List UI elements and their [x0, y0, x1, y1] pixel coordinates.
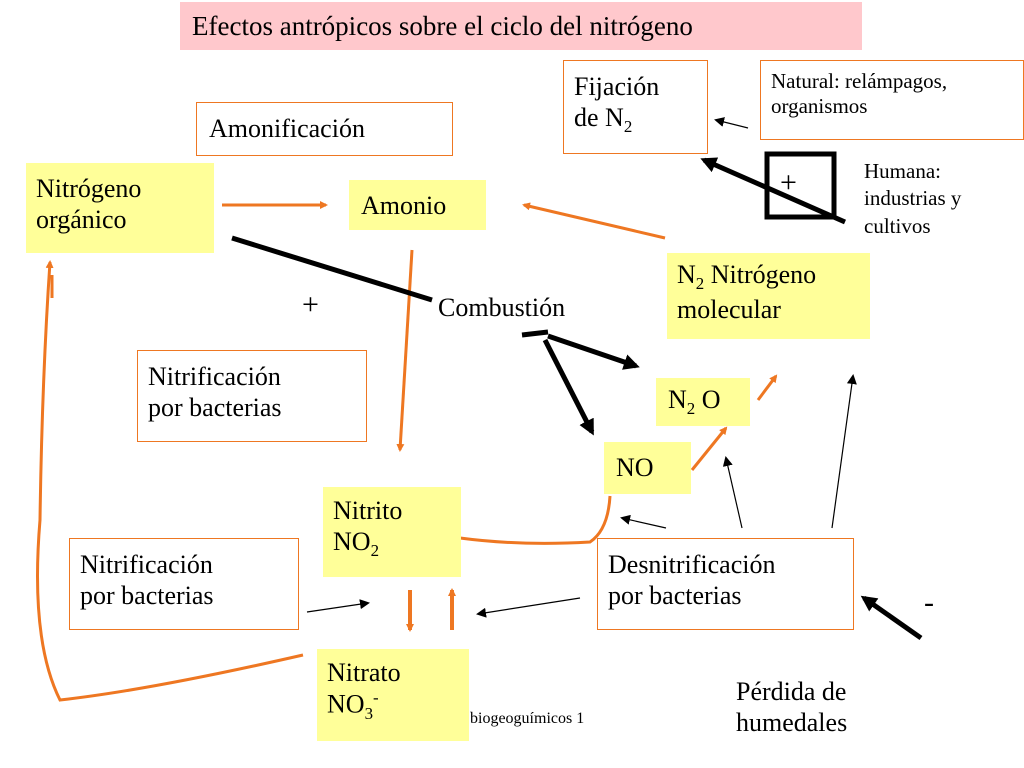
- arrow-amonio-to-nitrito: [396, 249, 414, 452]
- plus-box-sign: +: [780, 166, 797, 199]
- arrow-desnit-to-no: [722, 456, 743, 529]
- fijacion-box: Fijación de N2: [563, 60, 708, 154]
- arrow-no-to-n2o: [690, 426, 728, 471]
- page-title: Efectos antrópicos sobre el ciclo del ni…: [180, 2, 862, 50]
- curve-nitrato-to-organico: [36, 260, 304, 702]
- arrow-humana-to-fijacion: [700, 157, 847, 225]
- natural-line1: Natural: relámpagos,: [771, 69, 948, 93]
- footer-text: biogeoguímicos 1: [470, 710, 585, 727]
- fijacion-line1: Fijación: [574, 72, 660, 101]
- line-combustion-stub: [521, 329, 549, 338]
- nitrificacion-box-1: Nitrificación por bacterias: [137, 350, 367, 442]
- arrow-combustion-to-n2o: [547, 333, 640, 370]
- plus-box-frame: [764, 151, 837, 220]
- arrow-perdida-to-desnit: [860, 595, 923, 641]
- amonio-box: Amonio: [349, 180, 486, 230]
- n2o-box: N2 O: [656, 378, 750, 426]
- natural-box: Natural: relámpagos, organismos: [760, 60, 1024, 140]
- combustion-label: Combustión: [438, 293, 566, 322]
- arrow-molecular-to-amonio: [522, 202, 666, 240]
- n2-molecular-box: N2 Nitrógeno molecular: [667, 253, 870, 339]
- arrow-n2o-up: [756, 374, 778, 401]
- arrow-desnit-to-molecular: [831, 374, 857, 529]
- nitrito-box: Nitrito NO2: [323, 487, 461, 577]
- fijacion-line2: de N2: [574, 103, 633, 137]
- arrow-desnit-to-curve: [620, 514, 667, 529]
- plus-left: +: [302, 288, 319, 321]
- arrow-combustion-to-no: [542, 338, 595, 436]
- desnitrificacion-box: Desnitrificación por bacterias: [597, 538, 854, 630]
- curve-nitrito-to-no: [459, 495, 612, 545]
- minus-sign: -: [924, 586, 934, 619]
- no-box: NO: [604, 442, 691, 494]
- arrow-natural-to-fijacion: [714, 117, 749, 129]
- line-combustion-to-organico: [231, 235, 433, 303]
- nitrato-box: Nitrato NO3-: [317, 649, 469, 741]
- humana-label: Humana: industrias y cultivos: [864, 159, 962, 238]
- perdida-label: Pérdida de humedales: [736, 677, 848, 738]
- arrow-nitrif2-to-nitrito: [306, 599, 370, 613]
- nitrogeno-organico-box: Nitrógeno orgánico: [26, 163, 214, 253]
- title-text: Efectos antrópicos sobre el ciclo del ni…: [192, 11, 693, 41]
- arrow-desnit-to-nitrito: [476, 597, 581, 618]
- nitrificacion-box-2: Nitrificación por bacterias: [69, 538, 299, 630]
- natural-line2: organismos: [771, 94, 868, 119]
- amonificacion-box: Amonificación: [196, 102, 453, 156]
